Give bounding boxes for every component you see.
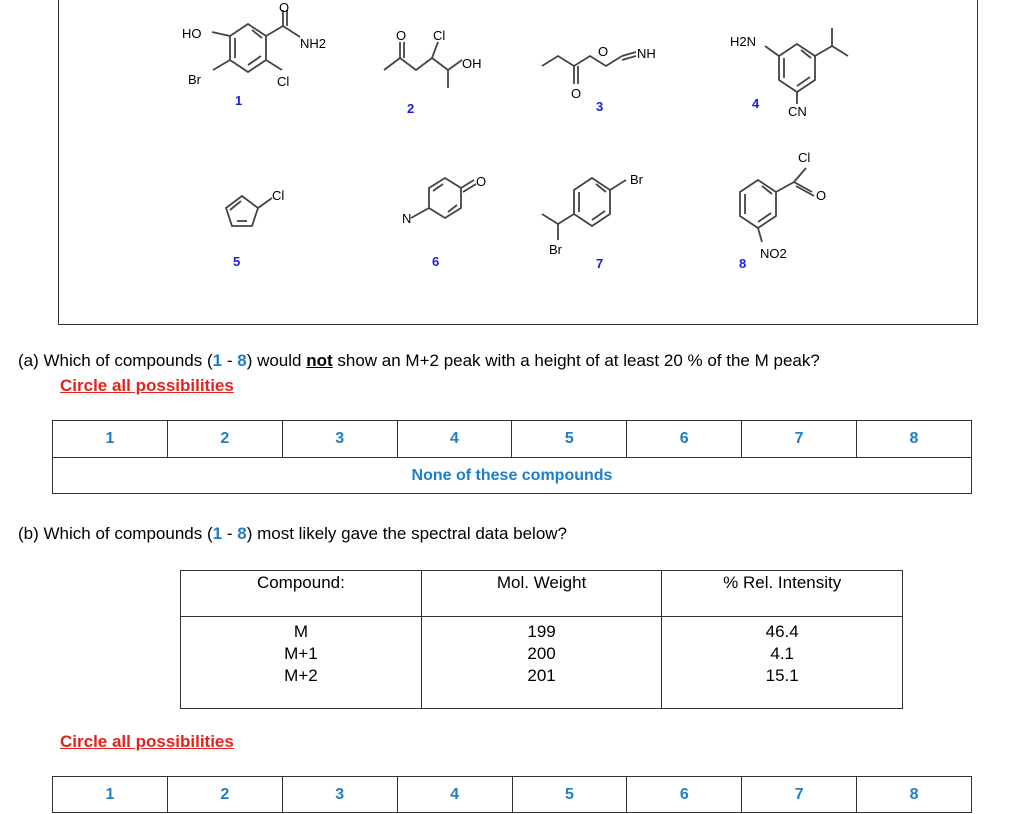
option-a-6[interactable]: 6 [626,420,743,458]
atom-label: Br [630,172,644,187]
molecule-1 [211,10,301,74]
range-dash: - [222,524,238,543]
atom-label: O [598,44,608,59]
option-b-3[interactable]: 3 [281,776,398,813]
compound-number-7: 7 [596,256,603,271]
emphasis-not: not [306,351,333,370]
instruction-a: Circle all possibilities [60,376,234,395]
atom-label: Cl [798,150,810,165]
option-b-5[interactable]: 5 [511,776,628,813]
range-start: 1 [212,351,223,370]
question-a-prefix: (a) Which of compounds ( [18,351,213,370]
compound-column: M M+1 M+2 [180,616,422,709]
row-label: M+1 [284,644,318,663]
atom-label: NO2 [760,246,787,261]
question-b-prefix: (b) Which of compounds ( [18,524,213,543]
compound-number-5: 5 [233,254,240,269]
spectral-data-table: Compound: Mol. Weight % Rel. Intensity M… [180,570,903,709]
atom-label: N [402,211,411,226]
option-a-2[interactable]: 2 [166,420,283,458]
atom-label: O [279,0,289,15]
molecule-2 [383,41,463,88]
row-label: M [293,622,308,641]
atom-label: Cl [433,28,445,43]
compound-number-2: 2 [407,101,414,116]
header-mol-weight: Mol. Weight [420,570,663,617]
mol-weight-value: 199 [527,622,556,641]
question-a-suffix: show an M+2 peak with a height of at lea… [332,351,820,370]
molecule-8 [739,167,815,243]
intensity-value: 4.1 [770,644,794,663]
option-b-4[interactable]: 4 [396,776,513,813]
option-b-6[interactable]: 6 [626,776,743,813]
atom-label: H2N [730,34,756,49]
compound-number-4: 4 [752,96,760,111]
option-a-3[interactable]: 3 [281,420,398,458]
options-table-a: 1 2 3 4 5 6 7 8 None of these compounds [52,420,972,494]
atom-label: Br [549,242,563,257]
row-label: M+2 [284,666,318,685]
compound-number-8: 8 [739,256,746,271]
options-table-b: 1 2 3 4 5 6 7 8 [52,776,972,813]
intensity-value: 46.4 [765,622,799,641]
compound-number-1: 1 [235,93,242,108]
atom-label: OH [462,56,482,71]
question-a: (a) Which of compounds (1 - 8) would not… [18,351,820,371]
molecule-6 [410,176,477,220]
instruction-b: Circle all possibilities [60,732,234,751]
molecule-structures: HO Br Cl NH2 O 1 O Cl OH 2 O O NH 3 H2N … [182,0,849,271]
option-a-1[interactable]: 1 [52,420,168,458]
option-a-none[interactable]: None of these compounds [52,457,972,494]
range-start: 1 [212,524,223,543]
atom-label: CN [788,104,807,119]
question-b: (b) Which of compounds (1 - 8) most like… [18,524,567,544]
atom-label: Br [188,72,202,87]
range-end: 8 [237,524,247,543]
mol-weight-value: 201 [527,666,556,685]
structures-frame [58,0,978,325]
intensity-column: 46.4 4.1 15.1 [661,616,903,709]
header-compound: Compound: [180,570,422,617]
molecule-5 [224,194,273,227]
atom-label: NH [637,46,656,61]
header-rel-intensity: % Rel. Intensity [661,570,903,617]
mol-weight-column: 199 200 201 [420,616,663,709]
question-a-middle: ) would [246,351,307,370]
question-b-suffix: ) most likely gave the spectral data bel… [246,524,568,543]
atom-label: O [816,188,826,203]
option-a-4[interactable]: 4 [396,420,513,458]
atom-label: O [396,28,406,43]
atom-label: Cl [277,74,289,89]
option-a-7[interactable]: 7 [741,420,858,458]
mol-weight-value: 200 [527,644,556,663]
option-b-7[interactable]: 7 [741,776,858,813]
molecule-3 [541,51,637,84]
molecule-4 [764,28,849,104]
option-b-2[interactable]: 2 [166,776,283,813]
range-dash: - [222,351,238,370]
atom-label: O [476,174,486,189]
option-b-8[interactable]: 8 [856,776,972,813]
range-end: 8 [237,351,247,370]
intensity-value: 15.1 [765,666,799,685]
option-b-1[interactable]: 1 [52,776,168,813]
atom-label: NH2 [300,36,326,51]
option-a-5[interactable]: 5 [511,420,628,458]
compound-number-6: 6 [432,254,439,269]
atom-label: O [571,86,581,101]
compound-number-3: 3 [596,99,603,114]
atom-label: Cl [272,188,284,203]
option-a-8[interactable]: 8 [856,420,972,458]
molecule-7 [541,176,627,240]
atom-label: HO [182,26,202,41]
